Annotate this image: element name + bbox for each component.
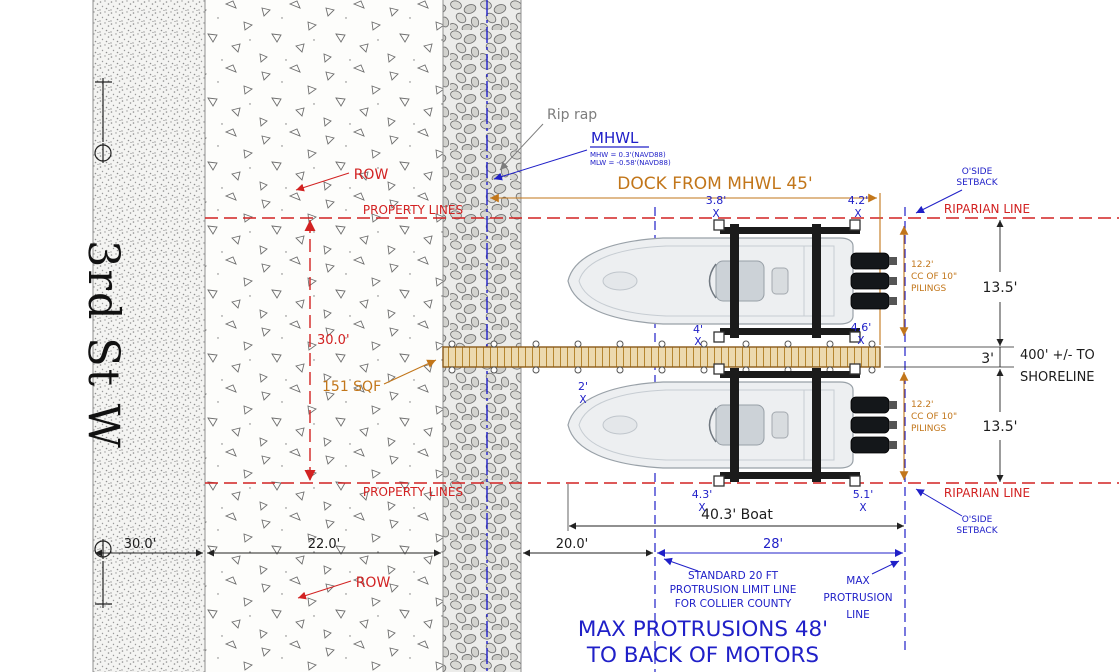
mark-bow: 2' — [578, 380, 588, 393]
row-width-label: 30.0' — [124, 537, 157, 552]
boat-length-label: 40.3' Boat — [701, 507, 773, 523]
water-setback-label: 20.0' — [556, 537, 589, 552]
x-marker: X — [694, 336, 701, 348]
property-lines-label-bottom: PROPERTY LINES — [363, 485, 463, 499]
boat-bottom — [567, 363, 898, 487]
setback-dim-bottom-label: 13.5' — [982, 419, 1017, 435]
mhwl-label: MHWL — [591, 129, 639, 147]
oside-leader-top — [915, 189, 963, 214]
upland-width-label: 22.0' — [308, 537, 341, 552]
dock-deck — [442, 346, 881, 368]
band-borders — [92, 0, 522, 672]
street-name: 3rd St W — [78, 240, 128, 450]
max-line-note-2: PROTRUSION — [823, 592, 892, 604]
dock-width-label: 3' — [981, 351, 994, 367]
x-marker: X — [579, 394, 586, 406]
boat-top — [567, 219, 898, 343]
row-label-top: ROW — [354, 167, 389, 183]
max-line-note-1: MAX — [846, 575, 869, 587]
standard-note-1: STANDARD 20 FT — [688, 570, 779, 582]
max-protrusions-banner-1: MAX PROTRUSIONS 48' — [578, 617, 828, 642]
row-label-bottom: ROW — [356, 575, 391, 591]
upland-band — [205, 0, 443, 672]
max-protrusions-banner-2: TO BACK OF MOTORS — [586, 643, 819, 668]
mark-dock-right: 4.6' — [851, 321, 872, 334]
oside-setback-top-2: SETBACK — [956, 178, 998, 188]
mark-top-left: 3.8' — [706, 194, 727, 207]
row-leader-top — [295, 172, 350, 192]
oside-setback-bottom-2: SETBACK — [956, 526, 998, 536]
mark-dock-left: 4' — [693, 323, 703, 336]
piling-note-bottom-2: CC OF 10" — [911, 412, 957, 422]
dock-from-mhwl-dim: DOCK FROM MHWL 45' — [617, 174, 812, 194]
x-marker: X — [859, 502, 866, 514]
max-line-note-3: LINE — [846, 609, 869, 621]
mark-top-right: 4.2' — [848, 194, 869, 207]
black-dimensions — [95, 220, 1014, 557]
x-marker: X — [712, 208, 719, 220]
shoreline-label-2: SHORELINE — [1020, 370, 1095, 385]
blue-dimensions — [493, 146, 963, 575]
oside-leader-bottom — [915, 488, 963, 517]
piling-note-top-2: CC OF 10" — [911, 272, 957, 282]
protrusion-width-label: 28' — [763, 537, 783, 552]
riprap-label: Rip rap — [547, 107, 597, 123]
riparian-label-bottom: RIPARIAN LINE — [944, 486, 1030, 500]
shoreline-label-1: 400' +/- TO — [1020, 348, 1095, 363]
red-leaders — [295, 172, 352, 600]
riprap-leader — [499, 123, 544, 171]
orange-dimensions — [383, 193, 909, 480]
x-marker: X — [857, 335, 864, 347]
standard-note-3: FOR COLLIER COUNTY — [675, 598, 792, 610]
piling-note-top-1: 12.2' — [911, 260, 934, 270]
oside-setback-top-1: O'SIDE — [962, 167, 993, 177]
x-marker: X — [854, 208, 861, 220]
property-depth-dim: 30.0' — [317, 333, 350, 348]
standard-note-leader — [663, 557, 699, 572]
property-lines-label-top: PROPERTY LINES — [363, 203, 463, 217]
dock — [442, 340, 881, 374]
setback-dim-top-label: 13.5' — [982, 280, 1017, 296]
standard-note-2: PROTRUSION LIMIT LINE — [670, 584, 797, 596]
riparian-label-top: RIPARIAN LINE — [944, 202, 1030, 216]
mark-bottom-left: 4.3' — [692, 488, 713, 501]
survey-marks: 3.8' X 4.2' X 4' X 4.6' X 2' X 4.3' X 5.… — [578, 194, 873, 514]
oside-setback-bottom-1: O'SIDE — [962, 515, 993, 525]
x-marker: X — [698, 502, 705, 514]
riprap-band — [443, 0, 521, 672]
mhw-datum: MHW = 0.3'(NAVD88) — [590, 151, 666, 159]
row-leader-bottom — [297, 580, 352, 600]
piling-note-bottom-3: PILINGS — [911, 424, 946, 434]
piling-note-top-3: PILINGS — [911, 284, 946, 294]
piling-note-bottom-1: 12.2' — [911, 400, 934, 410]
dock-area-leader — [383, 359, 437, 385]
mark-bottom-right: 5.1' — [853, 488, 874, 501]
max-line-leader — [871, 560, 900, 575]
property-lines — [205, 217, 1119, 484]
street-band — [93, 0, 205, 672]
mhwl-leader — [493, 149, 588, 181]
dock-area-label: 151 SQF — [322, 379, 381, 395]
mlw-datum: MLW = -0.58'(NAVD88) — [590, 159, 671, 167]
